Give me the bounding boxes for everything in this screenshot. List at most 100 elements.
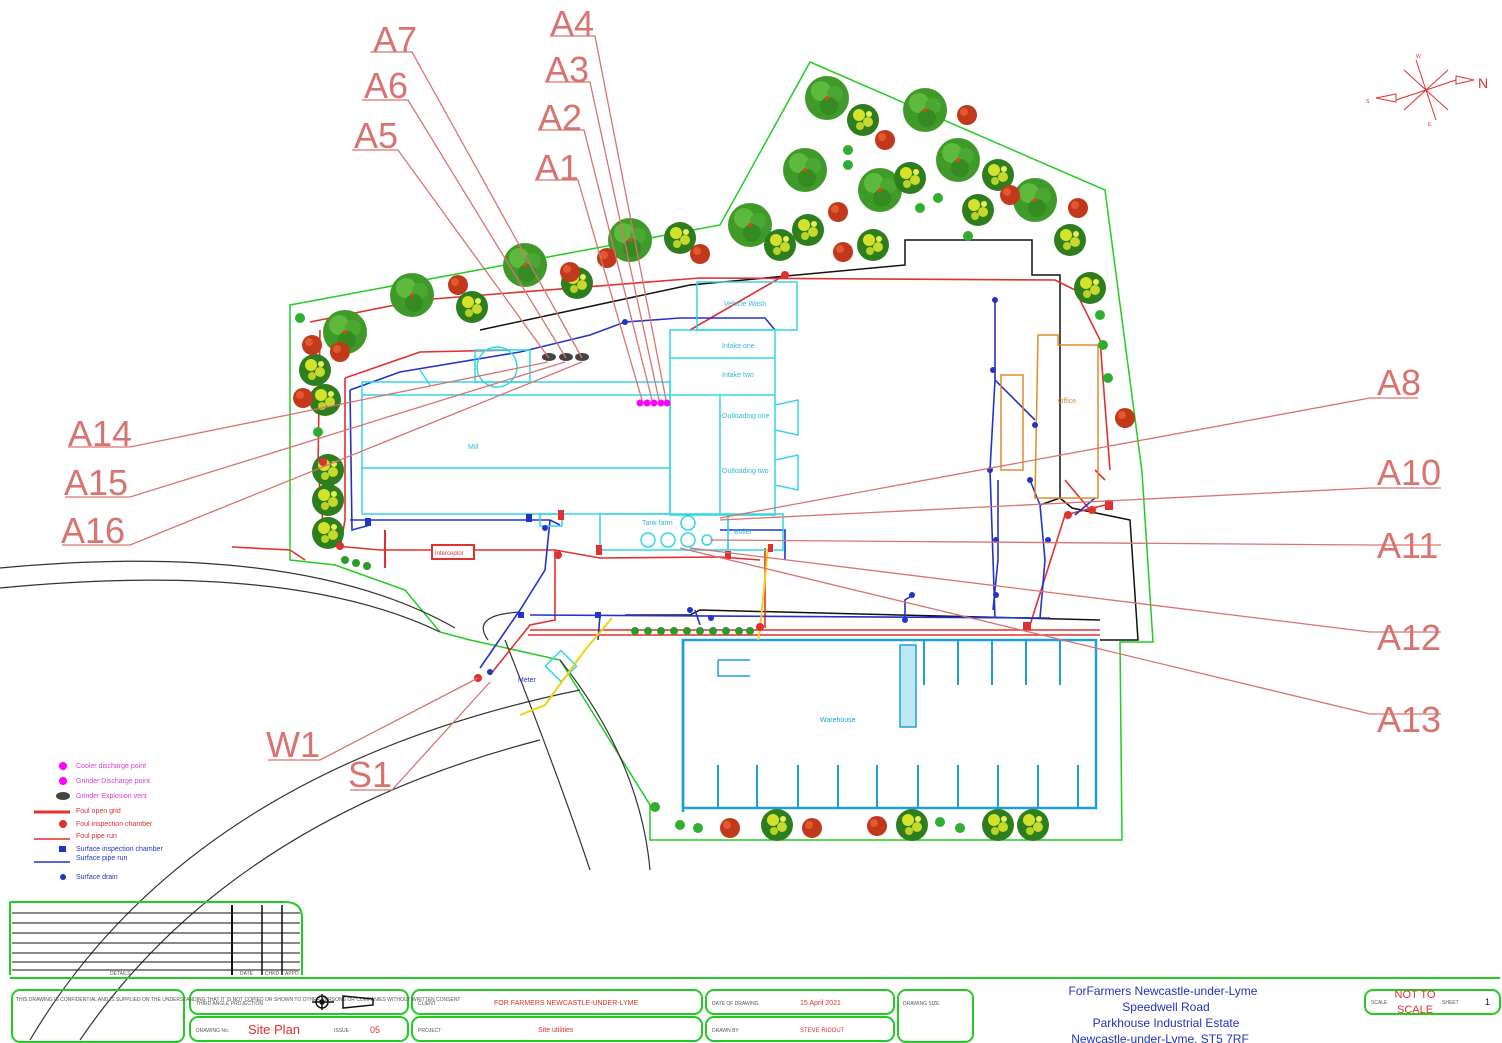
callout-A1: A1 [535,147,579,188]
label-warehouse: Warehouse [820,717,856,724]
callout-A6: A6 [364,65,408,106]
callout-A5: A5 [354,115,398,156]
drawing-size-label: DRAWING SIZE [903,1001,940,1007]
warehouse-ribs [717,640,1079,808]
title-block-frame [10,977,1501,1043]
callout-W1: W1 [266,724,320,765]
label-tank-farm: Tank farm [642,520,673,527]
interceptor-box [431,544,475,560]
callout-A13: A13 [1377,699,1441,740]
project-value: Site utilities [538,1027,574,1034]
intake-outloading-block [544,281,799,683]
legend-swatch-foul-chamber [59,820,67,828]
callout-A4: A4 [550,3,594,44]
address-line3: Parkhouse Industrial Estate [1093,1016,1240,1030]
label-outloading-one: Outloading one [722,413,770,420]
callout-A2: A2 [538,97,582,138]
foul-chambers [319,271,1113,682]
label-office: Office [1058,398,1076,405]
issue-value: 05 [370,1025,380,1035]
label-interceptor: Interceptor [435,551,464,557]
surface-chambers [365,297,1051,675]
callout-A14: A14 [68,413,132,454]
legend-surface-chamber: Surface inspection chamber [76,846,163,853]
sheet-value: 1 [1485,997,1490,1007]
legend-swatch-cooler [59,762,67,770]
label-boiler: Boiler [734,529,753,536]
address-line1: ForFarmers Newcastle-under-Lyme [1069,984,1258,998]
compass-west-label: W [1416,54,1421,60]
label-intake-one: Intake one [722,343,755,350]
compass-east-label: E [1428,122,1432,128]
callout-A3: A3 [545,49,589,90]
projection-symbol-icon [312,994,374,1010]
legend-grinder-vent: Grinder Explosion vent [76,793,147,800]
callout-A10: A10 [1377,452,1441,493]
legend-surface-drain: Surface drain [76,874,118,881]
access-road [0,560,651,1041]
project-label: PROJECT [418,1028,441,1034]
callout-A16: A16 [61,510,125,551]
warehouse-building [681,638,1098,812]
date-value: 15 April 2021 [800,1000,841,1007]
sheet-label: SHEET [1442,1000,1459,1006]
scale-line2: SCALE [1397,1004,1433,1016]
scale-line1: NOT TO [1395,989,1436,1001]
callout-A15: A15 [64,462,128,503]
label-meter: Meter [518,677,537,684]
address-line2: Speedwell Road [1122,1000,1209,1014]
surface-pipe-network [349,300,1096,669]
client-value: FOR FARMERS NEWCASTLE-UNDER-LYME [494,1000,638,1007]
office-building [1000,334,1099,499]
address-line4: Newcastle-under-Lyme, ST5 7RF [1071,1032,1249,1043]
legend: Cooler discharge point Grinder Discharge… [34,762,163,881]
date-label: DATE OF DRAWING [712,1001,759,1007]
bush-strip [341,556,754,635]
legend-grinder-discharge: Grinder Discharge point [76,778,150,785]
perimeter-walls [479,239,1139,641]
callout-A11: A11 [1377,525,1438,566]
legend-swatch-surface-drain [60,874,66,880]
revision-footer-details: DETAILS [110,971,131,977]
client-label: CLIENT [418,1001,436,1007]
mill-building [361,346,671,527]
scale-label: SCALE [1371,1000,1388,1006]
revision-footer-appd: APPD [285,971,299,977]
legend-swatch-grinder-discharge [59,777,67,785]
revision-footer-chkd: CHKD [265,971,280,977]
legend-swatch-vent [56,792,70,800]
site-boundary [289,61,1154,841]
callout-A7: A7 [373,19,417,60]
compass-north-label: N [1478,75,1488,91]
compass-rose [1375,59,1475,121]
legend-swatch-surface-chamber [59,846,66,852]
revision-table [9,901,303,975]
callout-A12: A12 [1377,617,1441,658]
callout-S1: S1 [348,754,392,795]
projection-label: THIRD ANGLE PROJECTION [196,1001,263,1007]
revision-footer-date: DATE [240,971,254,977]
legend-foul-open-grid: Foul open grid [76,808,121,815]
label-intake-two: Intake two [722,372,754,379]
drawn-by-value: STEVE RIDOUT [800,1028,845,1034]
title-disclaimer-line: THIS DRAWING IS CONFIDENTIAL AND IS SUPP… [16,997,461,1003]
drawing-title: Site Plan [248,1022,300,1037]
title-disclaimer: THIS DRAWING IS CONFIDENTIAL AND IS SUPP… [16,997,461,1003]
callout-A8: A8 [1377,362,1421,403]
legend-cooler-discharge: Cooler discharge point [76,763,146,770]
legend-foul-chamber: Foul inspection chamber [76,821,153,828]
issue-label: ISSUE [334,1028,350,1034]
label-outloading-two: Outloading two [722,468,769,475]
callout-leaders [62,35,1441,791]
trees [293,76,1135,841]
label-mill: Mill [468,444,479,451]
water-main [519,547,769,716]
legend-surface-pipe: Surface pipe run [76,855,127,862]
drawing-no-label: DRAWING No. [196,1028,229,1034]
compass-south-label: S [1366,99,1370,105]
label-vehicle-wash: Vehicle Wash [724,301,766,308]
discharge-points [636,399,671,407]
legend-foul-pipe: Foul pipe run [76,833,117,840]
drawn-by-label: DRAWN BY [712,1028,739,1034]
